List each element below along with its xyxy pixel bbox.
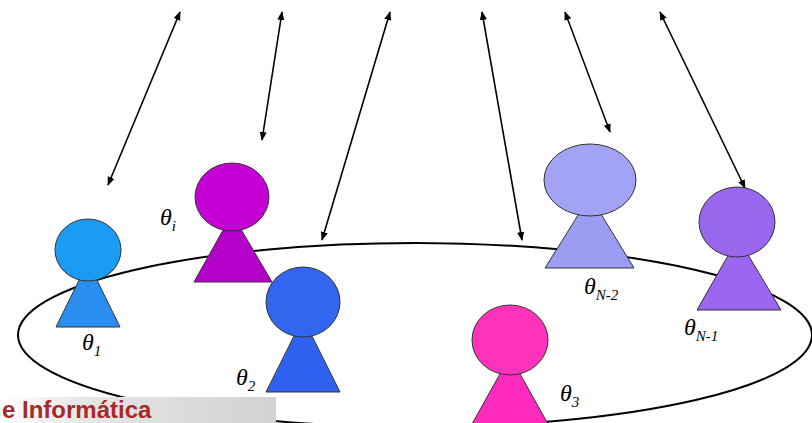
double-arrows [108,12,745,240]
theta-label: θ2 [236,364,255,395]
agent-figure [266,267,340,392]
theta-label: θi [160,204,176,235]
agent-figure [544,144,636,268]
theta-label: θ3 [560,380,579,411]
theta-label: θ1 [82,329,101,360]
double-arrow [108,12,180,185]
double-arrow [482,12,522,240]
agent-figure [472,305,548,423]
double-arrow [262,12,282,140]
ring [18,243,812,423]
double-arrow [565,12,610,132]
logo-text: e Informática [2,397,278,423]
agent-figure [697,187,781,310]
logo-band: e Informática [0,397,276,423]
double-arrow [660,12,745,188]
agent-figure [55,219,121,327]
agent-figures [55,144,781,423]
agent-figure [194,163,272,282]
theta-label: θN-2 [584,273,618,304]
theta-label: θN-1 [684,314,718,345]
double-arrow [322,12,390,240]
